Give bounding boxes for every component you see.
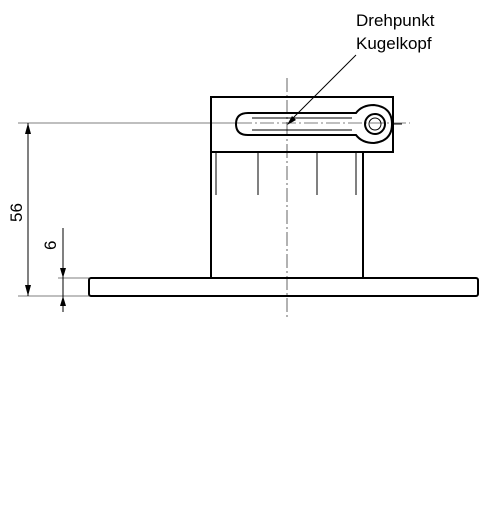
dimension-label-56: 56 xyxy=(7,203,26,222)
ball-head-inner-icon xyxy=(368,117,382,131)
housing-block xyxy=(210,96,394,195)
dimension-56: 56 xyxy=(7,123,31,296)
callout-leader xyxy=(287,54,357,125)
callout-label-ball-head: Kugelkopf xyxy=(356,34,432,53)
dimension-6: 6 xyxy=(41,228,66,312)
leader-arrowhead xyxy=(287,116,296,125)
lever-arm xyxy=(234,103,402,145)
dimension-label-6: 6 xyxy=(41,241,60,250)
column-body xyxy=(210,152,364,278)
base-plate xyxy=(88,277,479,297)
ball-head-outer-icon xyxy=(364,113,386,135)
callout-label-pivot: Drehpunkt xyxy=(356,11,435,30)
